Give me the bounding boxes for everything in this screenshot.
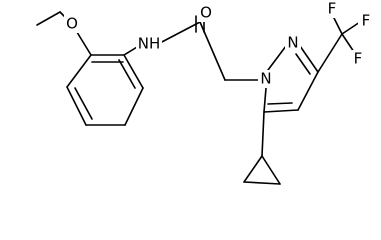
bond-c3-c4 <box>297 71 319 111</box>
atom-o-carbonyl: O <box>198 4 214 22</box>
bond-n2-c3-double <box>295 53 311 75</box>
atom-n1-pyrazole: N <box>258 70 274 88</box>
atom-f-right: F <box>358 12 374 30</box>
atom-f-top: F <box>324 0 340 18</box>
bond-cyclopropyl-3 <box>261 155 281 185</box>
bond-benzene-2-3 <box>66 86 87 126</box>
bonds <box>36 11 361 185</box>
bond-c5-cyclopropyl <box>261 111 265 157</box>
bond-c4-c5-double <box>267 102 293 105</box>
bond-cyclopropyl-1 <box>243 155 263 183</box>
atom-label-nh: NH <box>138 35 161 53</box>
atom-n2-pyrazole: N <box>285 34 301 52</box>
chemical-structure-diagram: O NH O N N F F F <box>36 0 374 185</box>
bond-benzene-inner-1 <box>74 87 93 120</box>
atom-n-amide: NH <box>136 35 162 53</box>
bond-cf3-f-right <box>341 21 361 35</box>
bond-ethyl-ch3-ch2 <box>36 11 61 26</box>
atom-label-f3: F <box>354 50 363 68</box>
atom-f-bottom: F <box>350 50 366 68</box>
bond-n2-c3 <box>299 45 319 73</box>
bond-c5-n1 <box>263 87 267 113</box>
atom-o-ether: O <box>64 15 80 33</box>
bond-carbonyl-ch2 <box>199 21 226 81</box>
bond-benzene-inner-2 <box>118 59 136 89</box>
atom-label-o-ether: O <box>66 15 78 33</box>
atom-label-o-carbonyl: O <box>200 4 212 22</box>
bond-c4-c5 <box>263 109 299 113</box>
bond-benzene-5-6 <box>123 54 144 89</box>
atom-label-f2: F <box>362 12 371 30</box>
atom-labels: O NH O N N F F F <box>64 0 374 88</box>
bond-benzene-4-5 <box>124 87 144 126</box>
atom-label-n2: N <box>287 34 298 52</box>
bond-cyclopropyl-2 <box>243 181 281 185</box>
bond-cf3-f-bottom <box>341 33 355 53</box>
bond-nh-carbonyl <box>157 21 201 45</box>
bond-n1-n2 <box>267 45 287 71</box>
atom-label-n1: N <box>260 70 271 88</box>
atom-label-f1: F <box>328 0 337 18</box>
bond-benzene-1-2 <box>66 54 92 88</box>
bond-c3-cf3 <box>317 33 343 73</box>
